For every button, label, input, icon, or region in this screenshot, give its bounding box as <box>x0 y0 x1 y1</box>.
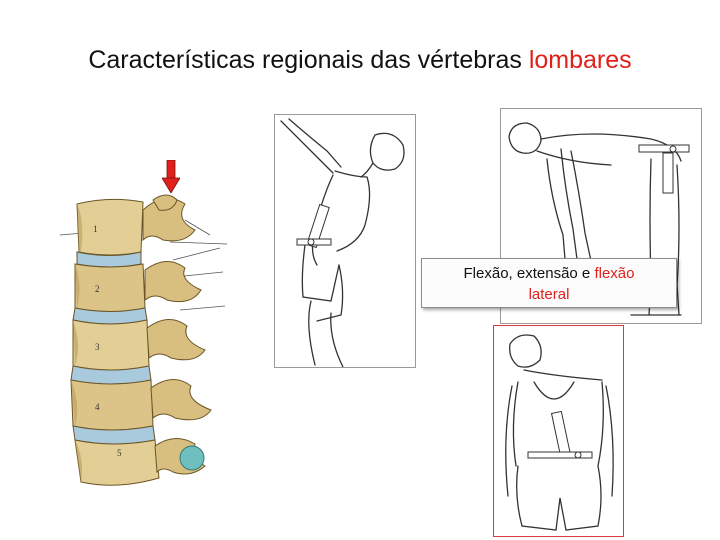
lateral-flexion-illustration <box>493 325 624 537</box>
title-text: Características regionais das vértebras <box>88 46 529 74</box>
caption-text: Flexão, extensão e <box>463 265 595 282</box>
spine-label: 3 <box>95 342 100 352</box>
extension-illustration <box>274 114 416 368</box>
spine-label: 1 <box>93 224 98 234</box>
title-highlight: lombares <box>528 46 632 74</box>
spine-label: 2 <box>95 284 100 294</box>
lumbar-spine-illustration: 1 2 3 4 5 <box>55 160 240 490</box>
caption-highlight: lateral <box>528 286 570 303</box>
spine-label: 4 <box>95 402 100 412</box>
red-arrow-icon <box>162 160 180 193</box>
flexion-illustration <box>500 108 702 324</box>
slide-title: Características regionais das vértebras … <box>0 46 720 75</box>
spine-label: 5 <box>117 448 122 458</box>
caption-highlight: flexão <box>594 265 635 282</box>
caption-box: Flexão, extensão e flexão lateral <box>421 258 677 308</box>
